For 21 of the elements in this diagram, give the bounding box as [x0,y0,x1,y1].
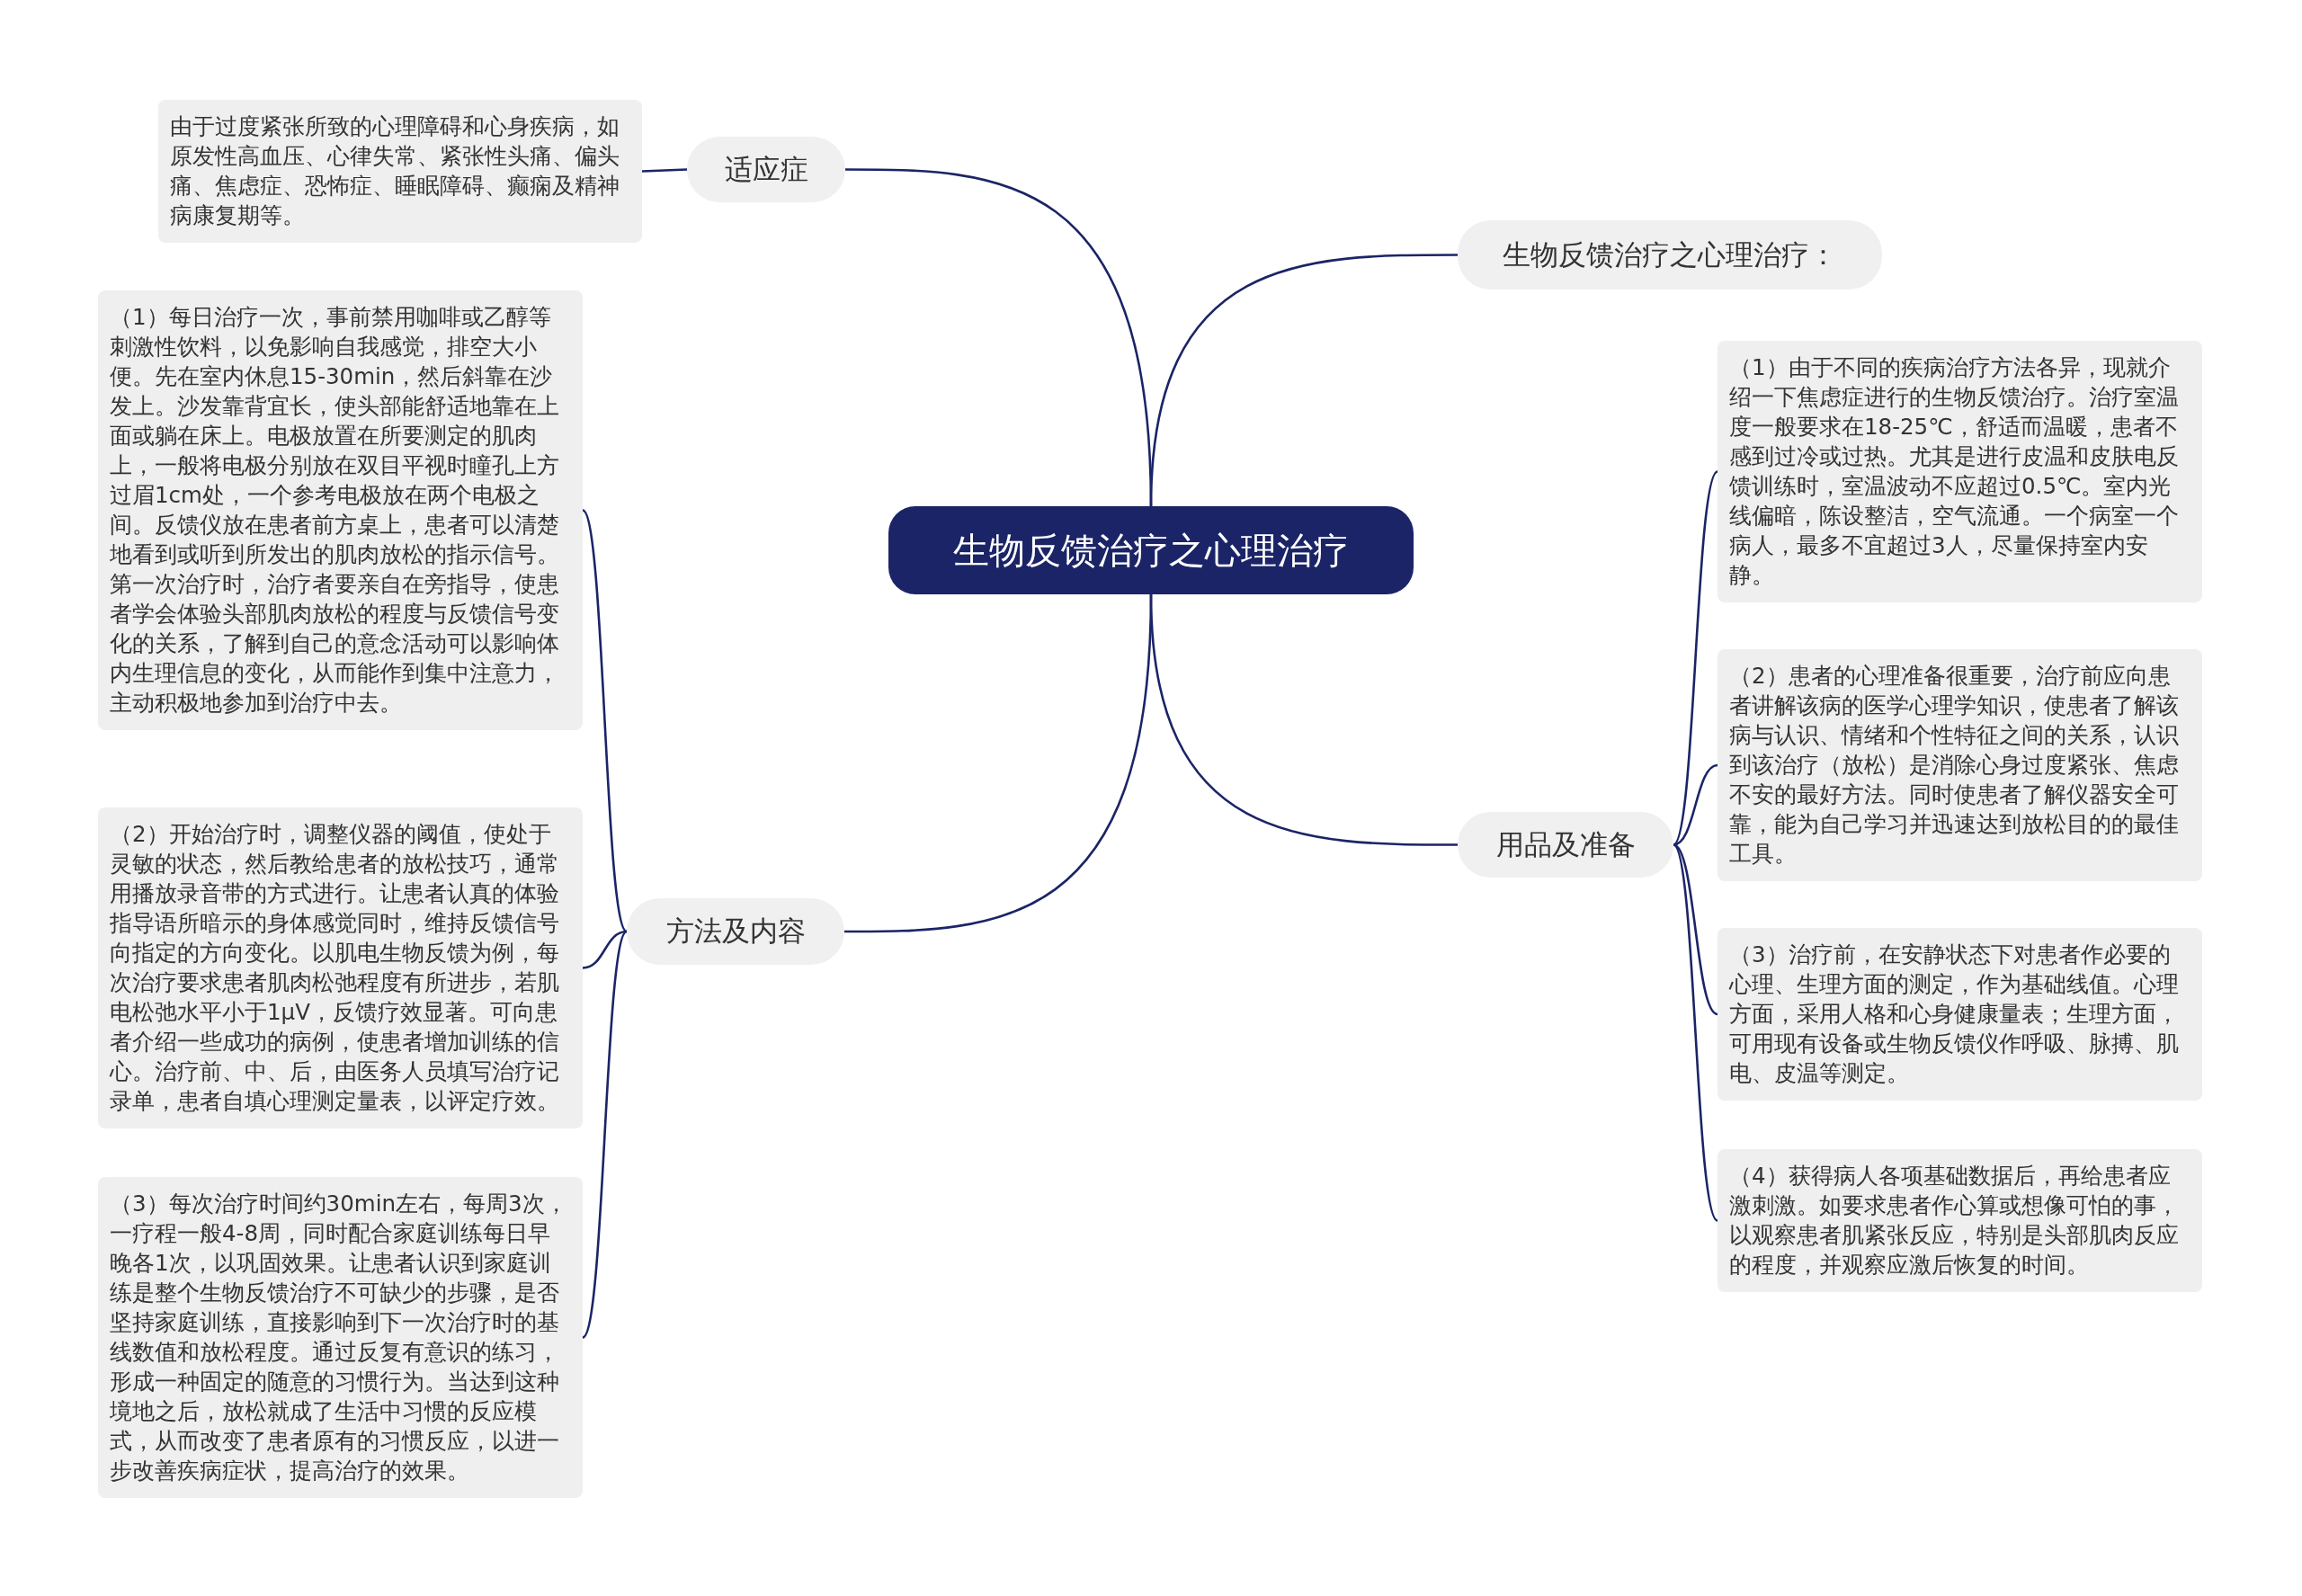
note-card: （1）每日治疗一次，事前禁用咖啡或乙醇等刺激性饮料，以免影响自我感觉，排空大小便。先在室内休息15-30min，然后斜靠在沙发上。沙发靠背宜长，使头部能舒适地靠在上面或躺在床上。电极放置在所要测定的肌肉上，一般将电极分别放在双目平视时瞳孔上方过眉1cm处，一个参考电极放在两个电极之间。反馈仪放在患者前方桌上，患者可以清楚地看到或听到所发出的肌肉放松的指示信号。第一次治疗时，治疗者要亲自在旁指导，使患者学会体验头部肌肉放松的程度与反馈信号变化的关系，了解到自己的意念活动可以影响体内生理信息的变化，从而能作到集中注意力，主动积极地参加到治疗中去。 [98,290,583,730]
note-card: （3）治疗前，在安静状态下对患者作必要的心理、生理方面的测定，作为基础线值。心理方面，采用人格和心身健康量表；生理方面，可用现有设备或生物反馈仪作呼吸、脉搏、肌电、皮温等测定。 [1718,928,2202,1101]
topic-pill: 方法及内容 [627,898,844,965]
topic-pill: 生物反馈治疗之心理治疗： [1458,220,1882,290]
note-card: （3）每次治疗时间约30min左右，每周3次，一疗程一般4-8周，同时配合家庭训练每日早晚各1次，以巩固效果。让患者认识到家庭训练是整个生物反馈治疗不可缺少的步骤，是否坚持家庭训练，直接影响到下一次治疗时的基线数值和放松程度。通过反复有意识的练习，形成一种固定的随意的习惯行为。当达到这种境地之后，放松就成了生活中习惯的反应模式，从而改变了患者原有的习惯反应，以进一步改善疾病症状，提高治疗的效果。 [98,1177,583,1498]
topic-pill: 用品及准备 [1458,812,1673,878]
connector-line [641,168,688,173]
note-card: 由于过度紧张所致的心理障碍和心身疾病，如原发性高血压、心律失常、紧张性头痛、偏头痛、焦虑症、恐怖症、睡眠障碍、癫痫及精神病康复期等。 [158,100,642,243]
central-topic: 生物反馈治疗之心理治疗 [888,506,1414,594]
connector-line [581,931,629,1339]
connector-line [582,930,628,969]
note-card: （2）患者的心理准备很重要，治疗前应向患者讲解该病的医学心理学知识，使患者了解该病与认识、情绪和个性特征之间的关系，认识到该治疗（放松）是消除心身过度紧张、焦虑不安的最好方法。同时使患者了解仪器安全可靠，能为自己学习并迅速达到放松目的的最佳工具。 [1718,649,2202,881]
note-card: （2）开始治疗时，调整仪器的阈值，使处于灵敏的状态，然后教给患者的放松技巧，通常用播放录音带的方式进行。让患者认真的体验指导语所暗示的身体感觉同时，维持反馈信号向指定的方向变化。以肌电生物反馈为例，每次治疗要求患者肌肉松弛程度有所进步，若肌电松弛水平小于1μV，反馈疗效显著。可向患者介绍一些成功的病例，使患者增加训练的信心。治疗前、中、后，由医务人员填写治疗记录单，患者自填心理测定量表，以评定疗效。 [98,807,583,1128]
topic-pill: 适应症 [687,137,845,202]
connector-line [1672,470,1719,846]
connector-line [1149,254,1458,507]
note-card: （1）由于不同的疾病治疗方法各异，现就介绍一下焦虑症进行的生物反馈治疗。治疗室温度一般要求在18-25℃，舒适而温暖，患者不感到过冷或过热。尤其是进行皮温和皮肤电反馈训练时，室温波动不应超过0.5℃。室内光线偏暗，陈设整洁，空气流通。一个病室一个病人，最多不宜超过3人，尽量保持室内安静。 [1718,341,2202,602]
connector-line [581,509,629,932]
connector-line [1672,843,1719,1222]
connector-line [844,593,1153,933]
note-card: （4）获得病人各项基础数据后，再给患者应激刺激。如要求患者作心算或想像可怕的事，以观察患者肌紧张反应，特别是头部肌肉反应的程度，并观察应激后恢复的时间。 [1718,1149,2202,1292]
